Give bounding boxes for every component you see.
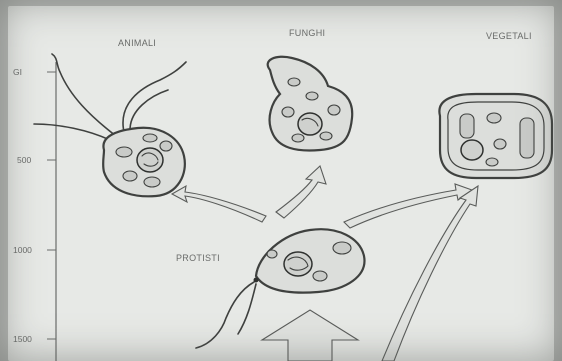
arrow-to-funghi xyxy=(276,166,326,218)
arrow-to-animali xyxy=(172,186,266,222)
arrow-from-below xyxy=(262,310,358,361)
label-funghi: FUNGHI xyxy=(289,28,325,38)
label-vegetali: VEGETALI xyxy=(486,31,532,41)
axis-unit-label: GI xyxy=(13,67,22,77)
label-protisti: PROTISTI xyxy=(176,253,220,263)
plant-cell xyxy=(439,94,552,178)
label-animali: ANIMALI xyxy=(118,38,156,48)
axis-tick-500: 500 xyxy=(17,155,31,165)
fungus-cell xyxy=(268,57,353,151)
arrow-long-to-vegetali xyxy=(382,186,478,361)
animal-cell xyxy=(34,54,186,196)
axis-tick-1000: 1000 xyxy=(13,245,32,255)
axis-tick-1500: 1500 xyxy=(13,334,32,344)
time-axis: GI 500 1000 1500 xyxy=(13,62,56,361)
